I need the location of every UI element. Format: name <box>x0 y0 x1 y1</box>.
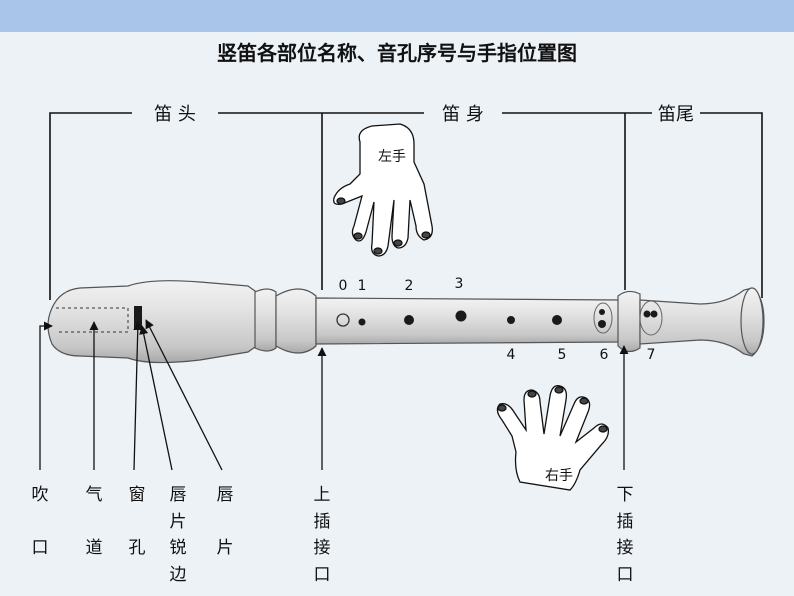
label-window-2: 孔 <box>129 538 146 558</box>
tone-hole-7a <box>643 310 651 318</box>
label-lower-joint-2: 插 <box>617 512 634 532</box>
tone-hole-7b <box>650 310 658 318</box>
label-labium-edge-1: 唇 <box>170 485 187 505</box>
tone-hole-2 <box>404 315 414 325</box>
label-upper-joint-3: 接 <box>314 538 331 558</box>
tone-hole-5 <box>552 315 562 325</box>
tone-hole-4 <box>507 316 515 324</box>
tone-hole-6a <box>599 309 605 315</box>
label-windway-2: 道 <box>86 538 103 558</box>
right-hand-illustration <box>496 385 610 491</box>
label-labium-edge-4: 边 <box>170 565 187 585</box>
hole-number-labels: 0 1 2 3 4 5 6 7 <box>339 276 656 363</box>
top-banner <box>0 0 794 32</box>
section-label-tail: 笛尾 <box>658 104 694 125</box>
tone-hole-3 <box>455 310 467 322</box>
right-hand-label: 右手 <box>545 468 573 484</box>
label-upper-joint-1: 上 <box>314 485 331 505</box>
recorder-head-joint <box>47 280 263 364</box>
recorder-foot-joint <box>639 287 765 357</box>
label-labium-edge-2: 片 <box>170 512 187 532</box>
hole-6-ring <box>593 302 613 334</box>
label-upper-joint-2: 插 <box>314 512 331 532</box>
label-labium-1: 唇 <box>217 485 234 505</box>
hole-number-1: 1 <box>358 278 367 294</box>
windway-outline <box>56 307 129 333</box>
label-blow-hole-1: 吹 <box>32 485 49 505</box>
label-upper-joint-4: 口 <box>314 565 331 585</box>
window-hole <box>134 306 142 330</box>
label-labium-2: 片 <box>217 538 234 558</box>
label-labium-edge-3: 锐 <box>170 538 187 558</box>
hole-number-7: 7 <box>647 347 656 363</box>
hole-number-6: 6 <box>600 347 609 363</box>
hole-number-4: 4 <box>507 347 516 363</box>
diagram-title: 竖笛各部位名称、音孔序号与手指位置图 <box>217 41 577 65</box>
recorder-instrument <box>47 280 765 364</box>
label-lower-joint-4: 口 <box>617 565 634 585</box>
section-brackets <box>49 112 763 300</box>
hole-number-5: 5 <box>558 347 567 363</box>
left-hand-illustration <box>333 123 433 257</box>
section-label-body: 笛 身 <box>442 104 484 125</box>
label-blow-hole-2: 口 <box>32 538 49 558</box>
label-windway-1: 气 <box>86 485 103 505</box>
thumb-hole-0 <box>336 313 350 327</box>
section-label-head: 笛 头 <box>154 104 196 125</box>
label-lower-joint-1: 下 <box>617 485 634 505</box>
hole-number-3: 3 <box>455 276 464 292</box>
hole-7-ring <box>639 300 663 336</box>
tone-holes <box>336 300 663 336</box>
hole-number-0: 0 <box>339 278 348 294</box>
label-lower-joint-3: 接 <box>617 538 634 558</box>
tone-hole-1 <box>358 318 366 326</box>
left-hand-label: 左手 <box>378 149 406 165</box>
part-leader-lines <box>39 319 629 471</box>
part-labels: 吹 口 气 道 窗 孔 唇 片 锐 边 唇 片 上 插 接 口 下 插 接 口 <box>32 485 634 585</box>
label-window-1: 窗 <box>129 485 146 505</box>
tone-hole-6b <box>598 320 606 328</box>
hole-number-2: 2 <box>405 278 414 294</box>
